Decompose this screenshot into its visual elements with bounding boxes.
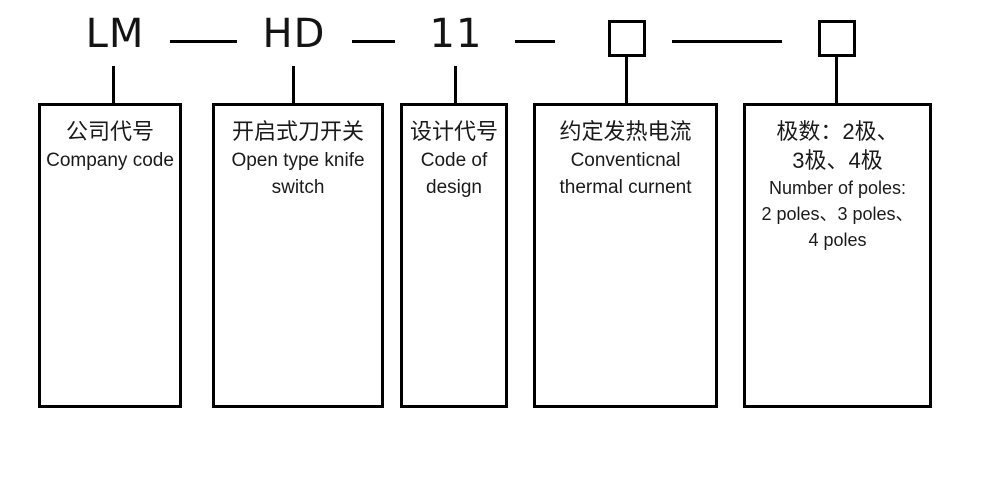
- vertical-connector-2: [292, 66, 295, 103]
- thermal-current-label-en-line2: thermal curnent: [559, 177, 692, 198]
- vertical-connector-1: [112, 66, 115, 103]
- description-box-number-of-poles: 极数：2极、 3极、4极 Number of poles: 2 poles、3 …: [743, 103, 932, 408]
- poles-label-zh-line2: 3极、4极: [792, 148, 883, 173]
- code-segment-series: HD: [262, 11, 326, 57]
- description-box-design-code: 设计代号 Code of design: [400, 103, 508, 408]
- dash-connector-3: [515, 40, 555, 43]
- code-segment-company: LM: [85, 11, 145, 57]
- poles-label-en-line2: 2 poles、3 poles、: [761, 204, 914, 224]
- poles-label-en-line3: 4 poles: [808, 230, 867, 250]
- dash-connector-1: [170, 40, 237, 43]
- dash-connector-4: [672, 40, 782, 43]
- company-code-label-en: Company code: [46, 150, 174, 171]
- design-code-label-zh: 设计代号: [409, 119, 498, 144]
- description-box-knife-switch: 开启式刀开关 Open type knife switch: [212, 103, 384, 408]
- company-code-label-zh: 公司代号: [65, 119, 154, 144]
- dash-connector-2: [352, 40, 395, 43]
- knife-switch-label-zh: 开启式刀开关: [231, 119, 364, 144]
- poles-placeholder-square: [818, 20, 856, 57]
- knife-switch-label-en-line1: Open type knife: [231, 150, 365, 171]
- design-code-label-en-line1: Code of: [420, 150, 488, 171]
- description-box-company-code: 公司代号 Company code: [38, 103, 182, 408]
- vertical-connector-5: [835, 57, 838, 103]
- poles-label-zh-line1: 极数：2极、: [776, 119, 899, 144]
- design-code-label-en-line2: design: [426, 177, 482, 198]
- thermal-current-label-en-line1: Conventicnal: [570, 150, 681, 171]
- thermal-current-label-zh: 约定发热电流: [559, 119, 692, 144]
- current-placeholder-square: [608, 20, 646, 57]
- knife-switch-label-en-line2: switch: [271, 177, 325, 198]
- vertical-connector-4: [625, 57, 628, 103]
- description-box-thermal-current: 约定发热电流 Conventicnal thermal curnent: [533, 103, 718, 408]
- vertical-connector-3: [454, 66, 457, 103]
- code-segment-design: 11: [429, 11, 483, 57]
- poles-label-en-line1: Number of poles:: [768, 178, 907, 198]
